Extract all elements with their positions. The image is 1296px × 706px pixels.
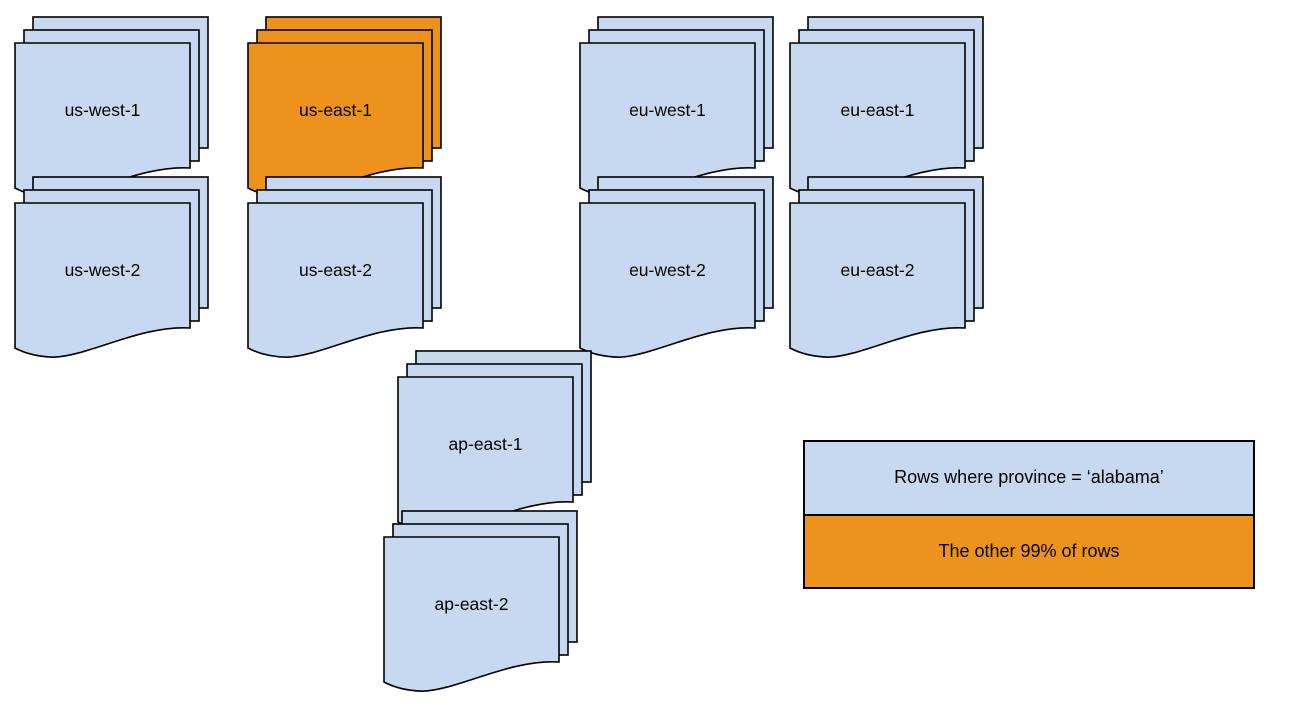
legend-row-blue: Rows where province = ‘alabama’ <box>805 442 1253 516</box>
region-shape-eu-east-2 <box>789 176 984 359</box>
region-shape-eu-west-2 <box>579 176 774 359</box>
region-stack-eu-west-2[interactable] <box>579 176 779 368</box>
legend-box: Rows where province = ‘alabama’ The othe… <box>803 440 1255 589</box>
region-shape-us-east-2 <box>247 176 442 359</box>
region-stack-eu-east-1[interactable] <box>789 16 989 208</box>
region-card-front <box>789 42 966 199</box>
region-card-front <box>579 42 756 199</box>
region-stack-eu-west-1[interactable] <box>579 16 779 208</box>
region-shape-us-west-2 <box>14 176 209 359</box>
region-card-front <box>579 202 756 359</box>
region-shape-ap-east-2 <box>383 510 578 693</box>
region-shape-us-east-1 <box>247 16 442 199</box>
region-stack-eu-east-2[interactable] <box>789 176 989 368</box>
region-shape-eu-east-1 <box>789 16 984 199</box>
region-card-front <box>14 42 191 199</box>
legend-label-blue: Rows where province = ‘alabama’ <box>894 467 1164 488</box>
region-card-front <box>397 376 574 533</box>
region-shape-eu-west-1 <box>579 16 774 199</box>
region-stack-us-east-1[interactable] <box>247 16 447 208</box>
region-card-front <box>383 536 560 693</box>
region-stack-us-west-2[interactable] <box>14 176 214 368</box>
region-stack-us-east-2[interactable] <box>247 176 447 368</box>
region-card-front <box>14 202 191 359</box>
region-card-front <box>247 42 424 199</box>
region-stack-ap-east-1[interactable] <box>397 350 597 542</box>
region-card-front <box>247 202 424 359</box>
region-card-front <box>789 202 966 359</box>
legend-label-orange: The other 99% of rows <box>938 540 1120 561</box>
legend-row-orange: The other 99% of rows <box>805 515 1253 587</box>
region-stack-ap-east-2[interactable] <box>383 510 583 702</box>
region-shape-ap-east-1 <box>397 350 592 533</box>
